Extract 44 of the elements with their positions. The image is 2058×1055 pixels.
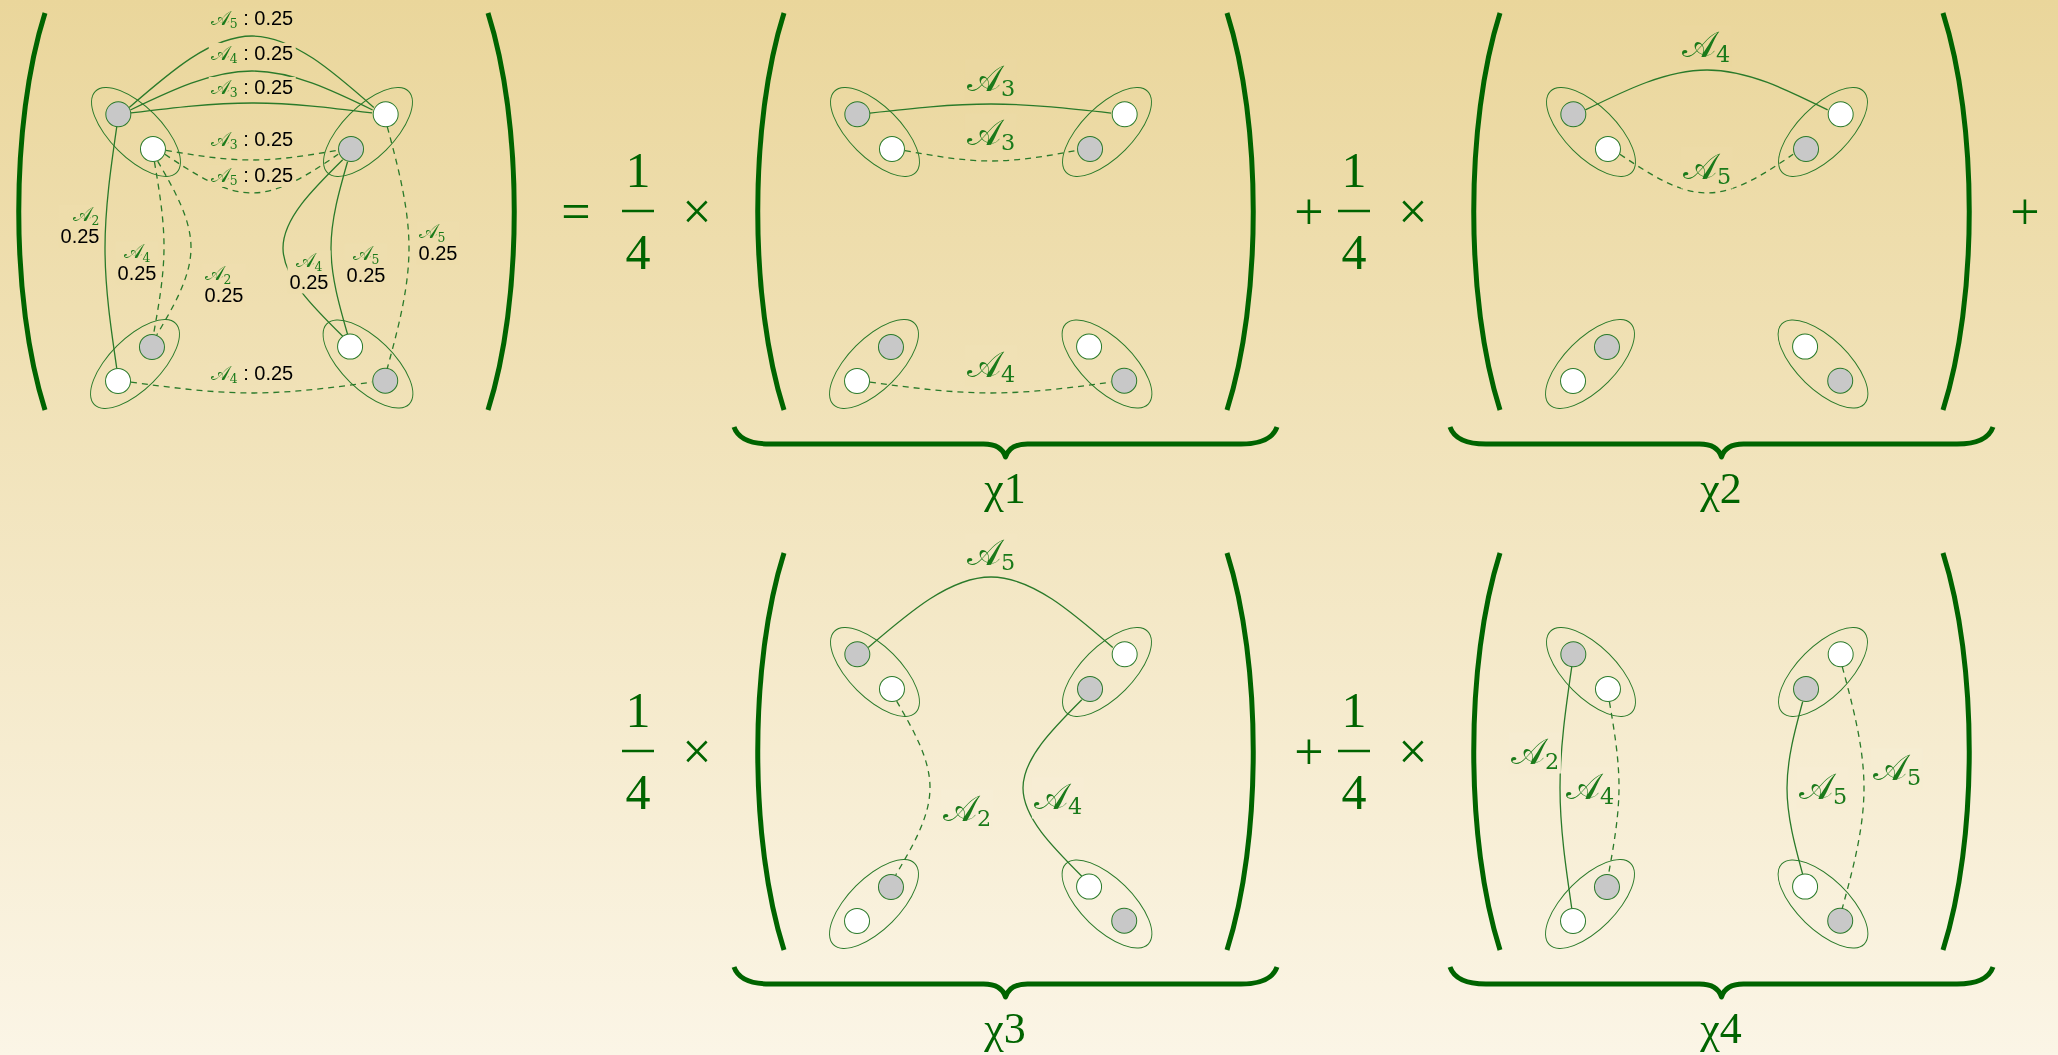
- connector-line: [129, 70, 374, 111]
- math-symbol: ×: [682, 726, 712, 778]
- math-symbol: +: [1294, 726, 1324, 778]
- math-symbol: χ3: [984, 1007, 1026, 1051]
- math-symbol: 4: [625, 227, 651, 277]
- connector-line: [895, 700, 931, 876]
- connector-line: [165, 149, 338, 161]
- connector-line: [330, 161, 349, 335]
- math-symbol: 1: [625, 145, 651, 195]
- math-symbol: 4: [1341, 227, 1367, 277]
- connector-line: [152, 161, 165, 335]
- connector-line: [128, 35, 375, 109]
- connector-line: [904, 149, 1077, 162]
- math-symbol: 1: [1341, 685, 1367, 735]
- edge-label: 𝒜$_{4}$ 0.25: [287, 250, 331, 294]
- math-symbol: χ1: [984, 467, 1026, 511]
- connector-line: [1559, 666, 1573, 909]
- connector-line: [164, 153, 339, 194]
- connector-line: [1607, 701, 1620, 875]
- math-symbol: 1: [625, 685, 651, 735]
- connector-line: [386, 126, 410, 369]
- connector-line: [130, 102, 373, 114]
- connector-line: [1841, 666, 1865, 909]
- math-symbol: ×: [1398, 726, 1428, 778]
- math-symbol: 4: [625, 767, 651, 817]
- connector-line: [1786, 701, 1804, 875]
- edge-label: 𝒜$_{3}$ : 0.25: [208, 76, 296, 100]
- connector-line: [867, 576, 1114, 649]
- math-symbol: ×: [1398, 186, 1428, 238]
- math-symbol: χ4: [1700, 1007, 1742, 1051]
- edge-label: 𝒜$_{4}$ : 0.25: [208, 42, 296, 66]
- math-symbol: +: [1294, 186, 1324, 238]
- math-symbol: χ2: [1700, 467, 1742, 511]
- math-symbol: 1: [1341, 145, 1367, 195]
- connector-line: [1619, 153, 1794, 194]
- connector-line: [869, 103, 1112, 114]
- connector-line: [1022, 699, 1083, 877]
- connector-line: [104, 126, 118, 369]
- connector-line: [1584, 69, 1829, 111]
- math-symbol: ×: [682, 186, 712, 238]
- math-symbol: =: [561, 186, 591, 238]
- math-symbol: 4: [1341, 767, 1367, 817]
- connector-line: [156, 160, 192, 336]
- math-symbol: +: [2010, 186, 2040, 238]
